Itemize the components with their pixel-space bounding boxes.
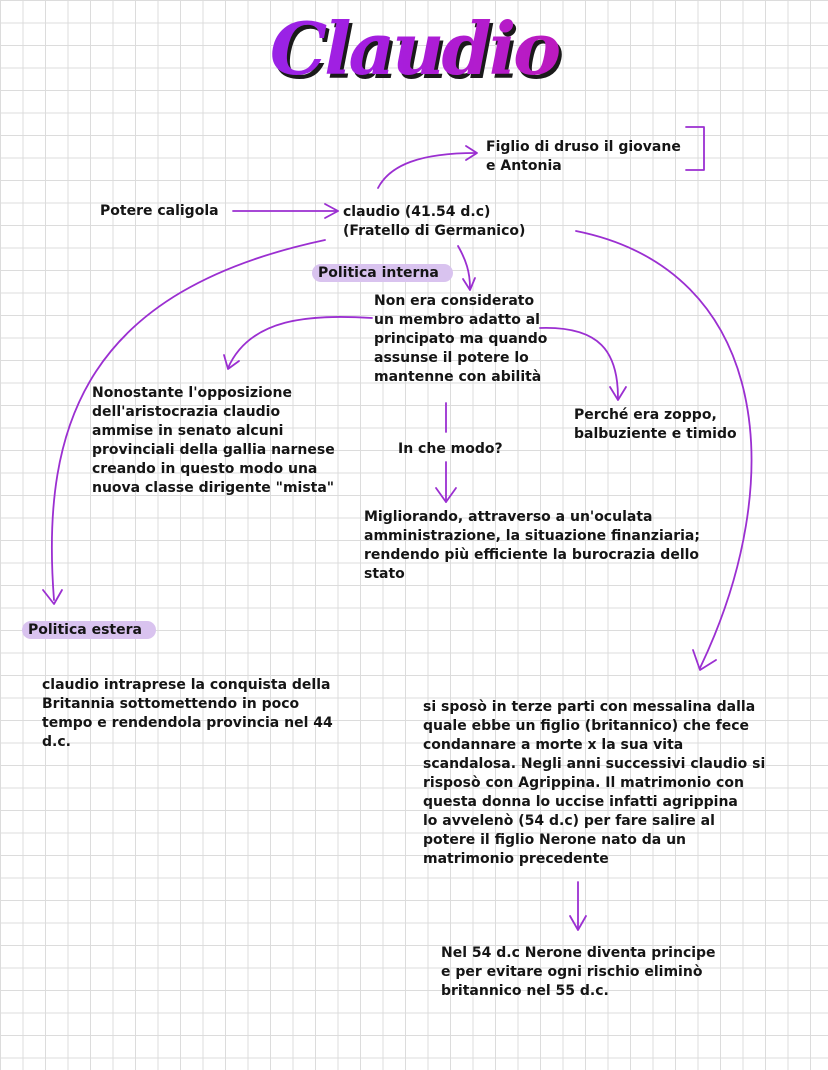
politica-interna-label: Politica interna [312, 264, 453, 282]
arrowhead-opposizione [223, 354, 240, 370]
migliorando-node: Migliorando, attraverso a un'oculata amm… [364, 509, 700, 582]
figlio-node: Figlio di druso il giovane e Antonia [486, 139, 681, 174]
bracket-figlio [685, 126, 705, 171]
arrowhead-politica-interna [462, 277, 476, 291]
britannia-node: claudio intraprese la conquista della Br… [42, 677, 333, 750]
arrowhead-politica-estera [42, 589, 63, 605]
arrowhead-perche [609, 386, 627, 401]
arrowhead-figlio [465, 145, 478, 161]
arrowhead-potere [324, 203, 339, 219]
arrow-to-figlio [377, 152, 477, 189]
arrow-to-perche [539, 327, 619, 399]
arrow-to-politica-interna [457, 245, 471, 289]
arrowhead-nerone [569, 915, 587, 931]
messalina-node: si sposò in terze parti con messalina da… [423, 699, 766, 867]
arrow-to-opposizione [227, 315, 373, 369]
in-che-modo-node: In che modo? [398, 441, 503, 457]
arrow-to-messalina [575, 230, 753, 669]
considerato-node: Non era considerato un membro adatto al … [374, 293, 548, 385]
nerone-node: Nel 54 d.c Nerone diventa principe e per… [441, 945, 716, 999]
page-title: Claudio [0, 6, 828, 91]
perche-node: Perché era zoppo, balbuziente e timido [574, 407, 737, 442]
arrowhead-migliorando [435, 487, 457, 503]
opposizione-node: Nonostante l'opposizione dell'aristocraz… [92, 385, 335, 496]
arrowhead-messalina [692, 649, 717, 671]
claudio-node: claudio (41.54 d.c) (Fratello di Germani… [343, 204, 526, 239]
politica-estera-label: Politica estera [22, 621, 156, 639]
potere-caligola-node: Potere caligola [100, 203, 219, 219]
arrow-to-politica-estera [51, 239, 326, 601]
